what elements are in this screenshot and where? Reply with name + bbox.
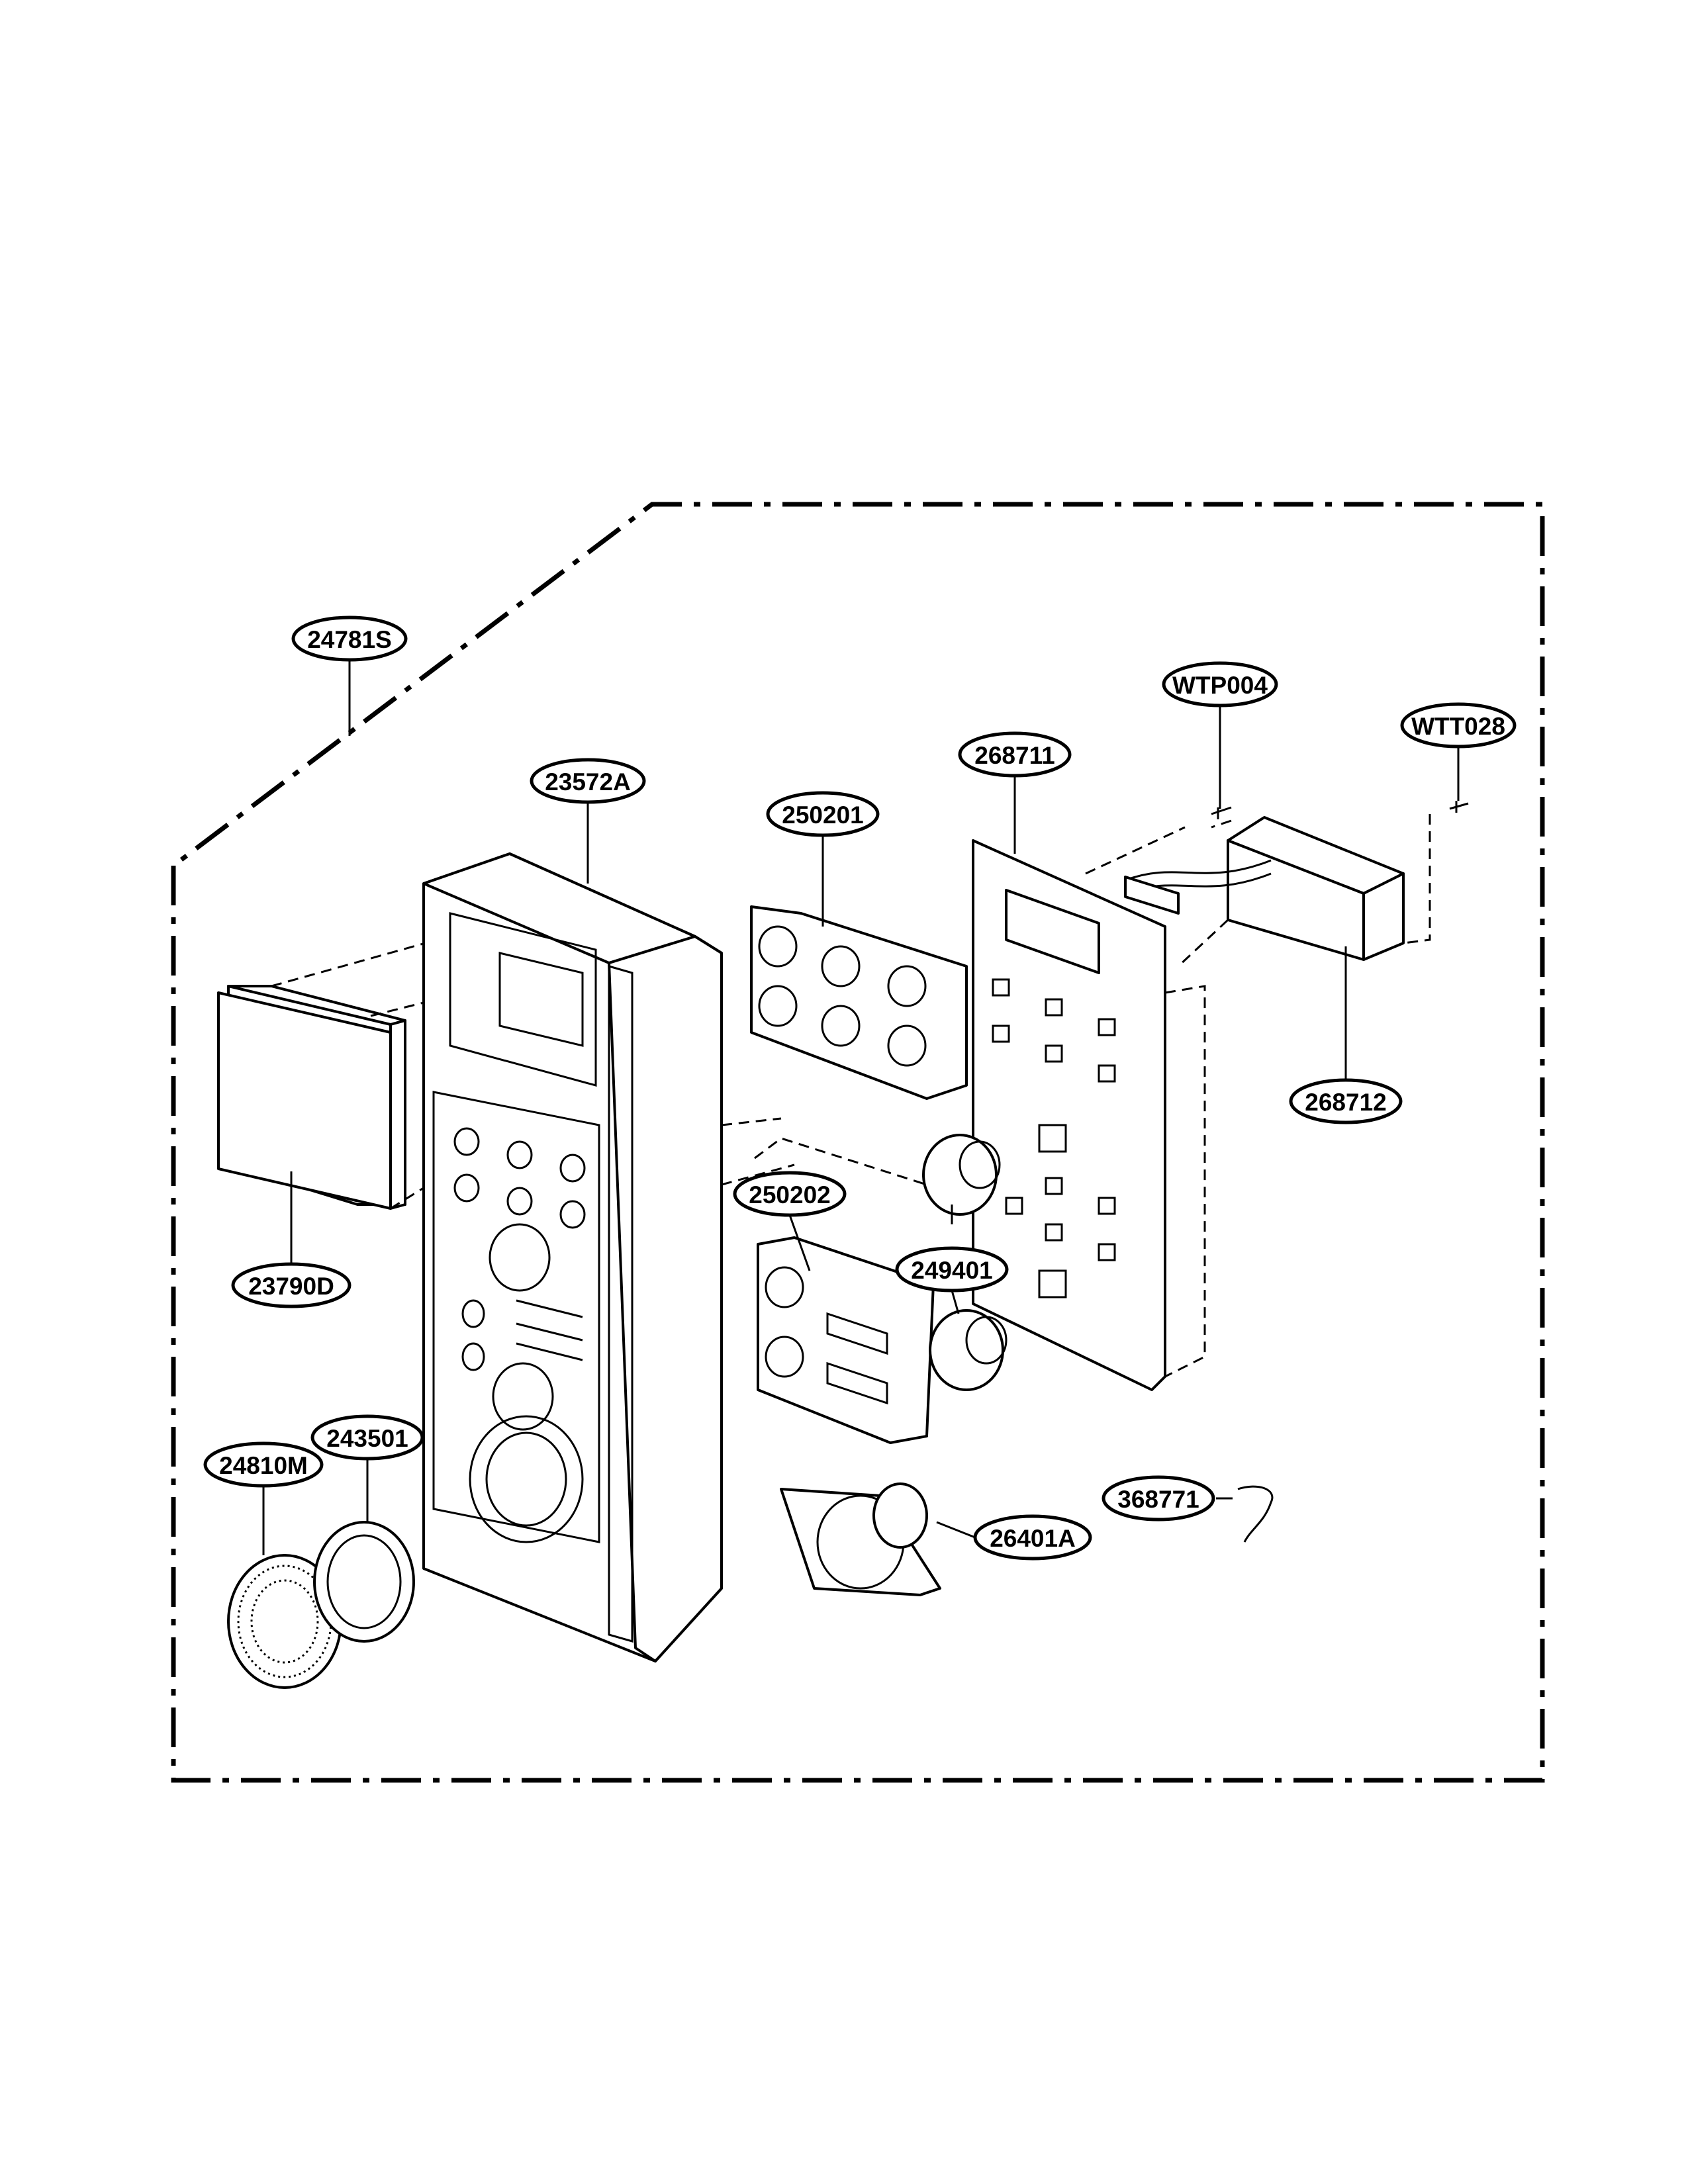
callout-wtt028: WTT028 bbox=[1400, 702, 1517, 749]
callout-23572a: 23572A bbox=[530, 758, 646, 804]
screw-wtp004 bbox=[1211, 806, 1232, 819]
callout-249401: 249401 bbox=[895, 1246, 1009, 1293]
button-holder-upper-part bbox=[750, 905, 968, 1100]
callout-24810m: 24810M bbox=[203, 1441, 324, 1488]
callout-24781s: 24781S bbox=[291, 615, 408, 662]
speaker-part bbox=[780, 1482, 941, 1596]
callout-label: 250202 bbox=[749, 1181, 830, 1208]
callout-label: 243501 bbox=[326, 1425, 408, 1452]
callout-250201: 250201 bbox=[766, 791, 880, 837]
callout-26401a: 26401A bbox=[973, 1514, 1092, 1561]
knob-upper-part bbox=[922, 1134, 1001, 1216]
callout-label: WTP004 bbox=[1172, 672, 1268, 699]
callout-wtp004: WTP004 bbox=[1162, 661, 1278, 707]
wire-part bbox=[1237, 1485, 1274, 1543]
callout-label: 250201 bbox=[782, 801, 863, 829]
callout-250202: 250202 bbox=[733, 1171, 847, 1217]
control-board-part bbox=[972, 839, 1206, 1391]
callout-268711: 268711 bbox=[958, 731, 1072, 778]
callout-label: 26401A bbox=[990, 1525, 1076, 1552]
callout-368771: 368771 bbox=[1102, 1475, 1215, 1522]
callout-23790d: 23790D bbox=[231, 1262, 352, 1308]
callout-label: 23572A bbox=[545, 768, 631, 796]
ring-part bbox=[313, 1521, 415, 1643]
callout-label: 268712 bbox=[1305, 1089, 1386, 1116]
callout-268712: 268712 bbox=[1289, 1078, 1403, 1124]
knob-lower-part bbox=[929, 1309, 1008, 1391]
callout-label: 24781S bbox=[307, 626, 392, 653]
sub-board-part bbox=[1085, 814, 1431, 968]
leader-lines bbox=[262, 660, 1460, 1555]
callout-label: 268711 bbox=[974, 742, 1055, 769]
control-panel-housing-part bbox=[422, 852, 795, 1662]
callout-label: 249401 bbox=[911, 1257, 992, 1284]
callout-label: 368771 bbox=[1117, 1486, 1199, 1513]
screw-wtt028 bbox=[1449, 801, 1469, 813]
callout-243501: 243501 bbox=[310, 1414, 424, 1461]
callout-label: 23790D bbox=[248, 1273, 334, 1300]
callout-label: 24810M bbox=[219, 1452, 308, 1479]
callout-label: WTT028 bbox=[1411, 713, 1505, 740]
button-holder-lower-part bbox=[754, 1137, 935, 1444]
